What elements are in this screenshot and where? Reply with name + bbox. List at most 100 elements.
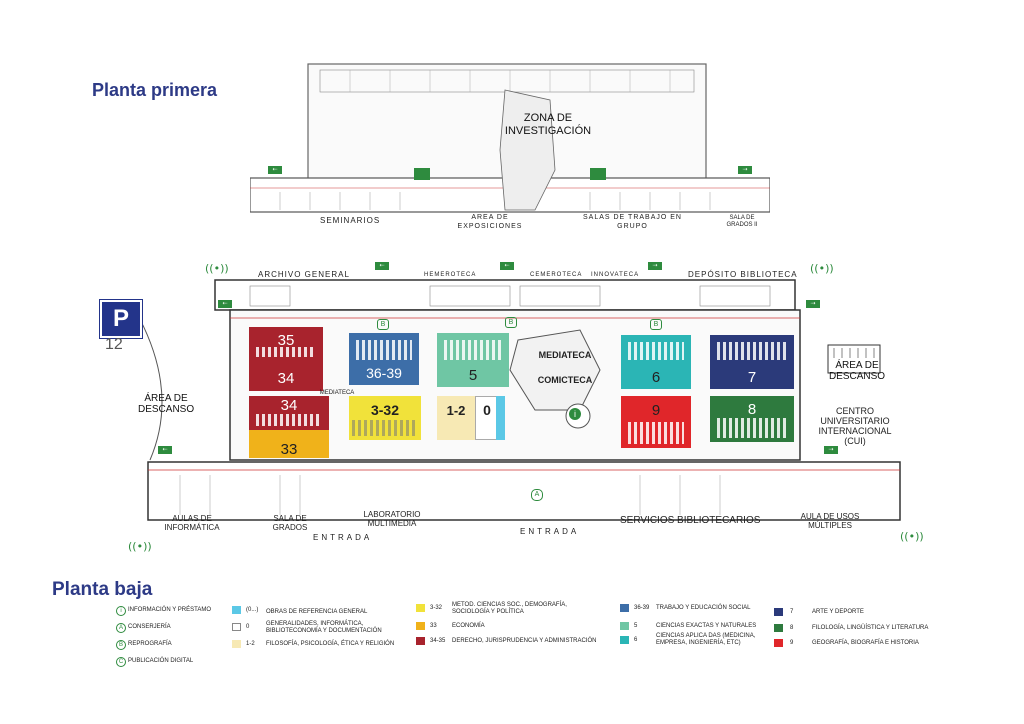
zone-investigacion-label: ZONA DE INVESTIGACIÓN <box>504 112 592 137</box>
reprografia-marker: B <box>505 317 517 328</box>
shelf-rack <box>628 342 684 360</box>
exit-sign-icon: ⇢ <box>806 300 820 308</box>
legend-label: GEOGRAFÍA, BIOGRAFÍA E HISTORIA <box>812 640 919 646</box>
exit-sign-icon: ⇢ <box>648 262 662 270</box>
mediateca-small-label: MEDIATECA <box>319 390 355 396</box>
mediateca-label: MEDIATECA <box>538 350 592 360</box>
wifi-icon: ((•)) <box>205 262 229 275</box>
legend-publicacion-label: PUBLICACIÓN DIGITAL <box>128 658 194 664</box>
legend-swatch <box>232 640 241 648</box>
shelf-rack <box>717 342 787 360</box>
legend-swatch <box>620 604 629 612</box>
exit-sign-icon: ⇠ <box>268 166 282 174</box>
legend-reprografia-label: REPROGRAFÍA <box>128 641 172 647</box>
parking-symbol: P <box>112 305 129 332</box>
aulas-informatica-label: AULAS DE INFORMÁTICA <box>164 514 220 532</box>
sala-grados-label: SALA DE GRADOS <box>272 514 308 532</box>
first-floor-title: Planta primera <box>92 80 218 100</box>
block-label: 6 <box>651 368 661 386</box>
exit-sign-icon: ⇢ <box>738 166 752 174</box>
cemeroteca-label: CEMEROTECA <box>530 272 583 278</box>
legend-swatch <box>416 622 425 630</box>
legend-swatch <box>774 608 783 616</box>
first-floor-plan <box>249 60 771 230</box>
legend-label: OBRAS DE REFERENCIA GENERAL <box>266 609 368 615</box>
parking-sign: P <box>99 299 143 339</box>
block-label: 36-39 <box>366 365 402 381</box>
hemeroteca-label: HEMEROTECA <box>424 272 477 278</box>
exit-sign-icon: ⇠ <box>500 262 514 270</box>
block-label: 0 <box>483 402 491 418</box>
shelf-rack <box>352 420 418 436</box>
block-label: 3-32 <box>370 402 400 418</box>
exit-sign-icon: ⇠ <box>158 446 172 454</box>
servicios-label: SERVICIOS BIBLIOTECARIOS <box>620 515 761 526</box>
shelf-rack <box>444 340 502 360</box>
legend-code: 1-2 <box>246 641 255 647</box>
aula-usos-label: AULA DE USOS MÚLTIPLES <box>800 512 860 530</box>
block-1-2: 1-2 <box>437 396 475 440</box>
legend-publicacion-icon: C <box>116 657 126 667</box>
legend-code: 9 <box>790 640 794 646</box>
legend-swatch <box>620 636 629 644</box>
innovateca-label: INNOVATECA <box>591 272 640 278</box>
first-floor-outline <box>249 63 771 213</box>
legend-label: GENERALIDADES, INFORMÁTICA, BIBLIOTECONO… <box>266 621 382 634</box>
legend-code: 3-32 <box>430 605 443 611</box>
exit-sign-icon: ⇢ <box>824 446 838 454</box>
legend-label: CIENCIAS APLICA DAS (MEDICINA, EMPRESA, … <box>656 633 756 646</box>
entrada-2-label: ENTRADA <box>520 527 580 536</box>
legend-conserjeria-label: CONSERJERÍA <box>128 624 171 630</box>
legend-label: METOD. CIENCIAS SOC., DEMOGRAFÍA, SOCIOL… <box>452 602 567 615</box>
seminarios-label: SEMINARIOS <box>320 216 381 225</box>
block-label: 8 <box>747 400 757 418</box>
legend-swatch <box>774 639 783 647</box>
entrada-1-label: ENTRADA <box>313 533 373 542</box>
block-label: 34 <box>277 370 295 387</box>
legend-info-icon: i <box>116 606 126 616</box>
legend-swatch <box>232 606 241 614</box>
block-label: 1-2 <box>446 402 466 418</box>
area-descanso-left-label: ÁREA DE DESCANSO <box>138 393 195 415</box>
block-label: 7 <box>747 368 757 386</box>
legend-label: TRABAJO Y EDUCACIÓN SOCIAL <box>656 605 751 611</box>
block-label: 35 <box>277 331 295 349</box>
exit-sign-icon: ⇠ <box>218 300 232 308</box>
wifi-icon: ((•)) <box>900 530 924 543</box>
ground-floor-title: Planta baja <box>52 579 153 600</box>
legend-code: (0...) <box>246 607 259 613</box>
shelf-rack <box>356 340 412 360</box>
legend-label: DERECHO, JURISPRUDENCIA Y ADMINISTRACIÓN <box>452 638 597 644</box>
area-exposiciones-label: AREA DE EXPOSICIONES <box>457 214 523 230</box>
legend-code: 36-39 <box>634 605 650 611</box>
legend-label: FILOSOFÍA, PSICOLOGÍA, ÉTICA Y RELIGIÓN <box>266 641 395 647</box>
exit-sign-icon: ⇠ <box>375 262 389 270</box>
legend-label: ECONOMÍA <box>452 623 485 629</box>
wifi-icon: ((•)) <box>128 540 152 553</box>
reprografia-marker: B <box>377 319 389 330</box>
legend-info-label: INFORMACIÓN Y PRÉSTAMO <box>128 607 212 613</box>
block-33: 33 <box>249 430 329 458</box>
legend-label: CIENCIAS EXACTAS Y NATURALES <box>656 623 757 629</box>
legend-swatch <box>416 604 425 612</box>
shelf-rack <box>256 347 316 357</box>
legend: i INFORMACIÓN Y PRÉSTAMO A CONSERJERÍA B… <box>0 600 1024 670</box>
deposito-label: DEPÓSITO BIBLIOTECA <box>688 270 798 279</box>
legend-label: ARTE Y DEPORTE <box>812 609 864 615</box>
shelf-rack <box>628 422 684 444</box>
legend-code: 6 <box>634 637 638 643</box>
block-34-upper: 34 <box>249 353 323 391</box>
laboratorio-label: LABORATORIO MULTIMEDIA <box>363 510 421 528</box>
legend-reprografia-icon: B <box>116 640 126 650</box>
legend-code: 5 <box>634 623 638 629</box>
legend-code: 34-35 <box>430 638 446 644</box>
legend-label: FILOLOGÍA, LINGÜÍSTICA Y LITERATURA <box>812 625 929 631</box>
parking-number: 12 <box>105 336 123 353</box>
reference-strip <box>496 396 505 440</box>
centro-label: CENTRO UNIVERSITARIO INTERNACIONAL (CUI) <box>818 406 892 446</box>
legend-swatch <box>774 624 783 632</box>
info-marker: i <box>569 408 581 420</box>
legend-swatch <box>620 622 629 630</box>
archivo-general-label: ARCHIVO GENERAL <box>258 270 350 279</box>
sala-grados-2-label: SALA DE GRADOS II <box>726 215 758 228</box>
